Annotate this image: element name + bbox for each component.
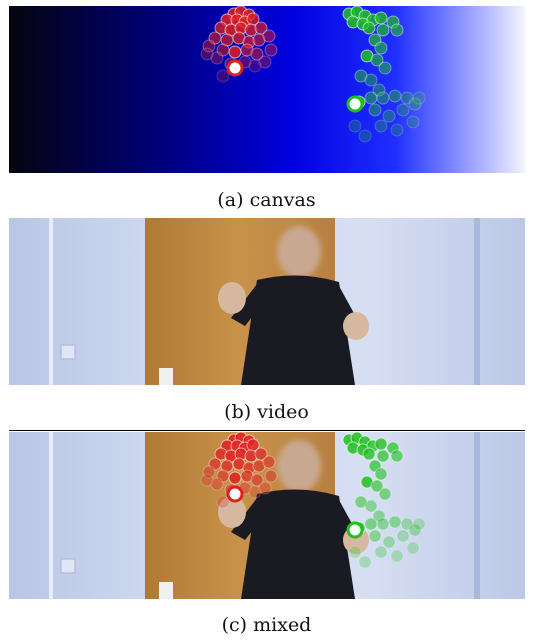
particle <box>200 47 214 61</box>
particle <box>390 449 404 463</box>
particle <box>372 509 386 523</box>
particle <box>248 59 262 73</box>
mixed-frame <box>9 432 525 599</box>
door-handle <box>159 368 173 385</box>
particle <box>374 119 388 133</box>
particle <box>216 69 230 83</box>
particle <box>370 479 384 493</box>
person <box>218 226 369 385</box>
particle <box>250 47 264 61</box>
caption-canvas: (a) canvas <box>217 189 316 211</box>
particle <box>364 73 378 87</box>
particle <box>382 109 396 123</box>
particle <box>362 447 376 461</box>
particle <box>228 471 242 485</box>
particle <box>376 517 390 531</box>
particle <box>388 89 402 103</box>
particle <box>262 455 276 469</box>
particle <box>400 517 414 531</box>
particle <box>208 31 222 45</box>
particle <box>264 469 278 483</box>
canvas-panel <box>9 6 525 173</box>
particle <box>374 11 388 25</box>
particle <box>208 457 222 471</box>
particle <box>388 515 402 529</box>
particle <box>258 481 272 495</box>
particle <box>374 437 388 451</box>
particle <box>396 529 410 543</box>
particle <box>408 523 422 537</box>
particle <box>348 119 362 133</box>
particle <box>210 51 224 65</box>
video-frame <box>9 218 525 385</box>
particle <box>376 23 390 37</box>
particle <box>354 495 368 509</box>
particle <box>406 541 420 555</box>
particle <box>374 467 388 481</box>
particle <box>400 91 414 105</box>
particle <box>368 103 382 117</box>
particle <box>372 83 386 97</box>
particle-leader <box>226 485 244 503</box>
particle <box>408 97 422 111</box>
particle <box>262 29 276 43</box>
divider-line <box>9 430 525 431</box>
particle <box>254 447 268 461</box>
particle <box>210 477 224 491</box>
particle <box>390 123 404 137</box>
caption-mixed: (c) mixed <box>221 614 312 636</box>
particle <box>364 91 378 105</box>
particle <box>216 495 230 509</box>
particle <box>396 103 410 117</box>
particle-layer <box>200 6 426 143</box>
particle <box>368 529 382 543</box>
particle <box>248 485 262 499</box>
particle <box>228 45 242 59</box>
particle-layer <box>200 432 426 569</box>
particle <box>258 55 272 69</box>
particle <box>374 41 388 55</box>
canvas-image <box>9 6 525 173</box>
particle <box>348 545 362 559</box>
particle-leader <box>346 95 364 113</box>
particle <box>200 473 214 487</box>
particle <box>376 449 390 463</box>
particle <box>250 473 264 487</box>
particle <box>382 535 396 549</box>
particle <box>378 61 392 75</box>
particle <box>406 115 420 129</box>
particle <box>364 517 378 531</box>
particle <box>358 129 372 143</box>
particle <box>364 499 378 513</box>
particle <box>370 53 384 67</box>
caption-video: (b) video <box>224 401 309 423</box>
particle <box>390 549 404 563</box>
particle-leader <box>226 59 244 77</box>
particle-leader <box>346 521 364 539</box>
particle <box>390 23 404 37</box>
particle <box>374 545 388 559</box>
particle <box>354 69 368 83</box>
video-scene <box>9 218 525 385</box>
particle <box>264 43 278 57</box>
particle <box>202 39 216 53</box>
particle <box>358 555 372 569</box>
particle <box>376 91 390 105</box>
particle <box>378 487 392 501</box>
particle <box>412 91 426 105</box>
particle <box>362 21 376 35</box>
particle <box>254 21 268 35</box>
particle <box>202 465 216 479</box>
video-panel <box>9 218 525 385</box>
particle <box>412 517 426 531</box>
mixed-panel <box>9 432 525 599</box>
